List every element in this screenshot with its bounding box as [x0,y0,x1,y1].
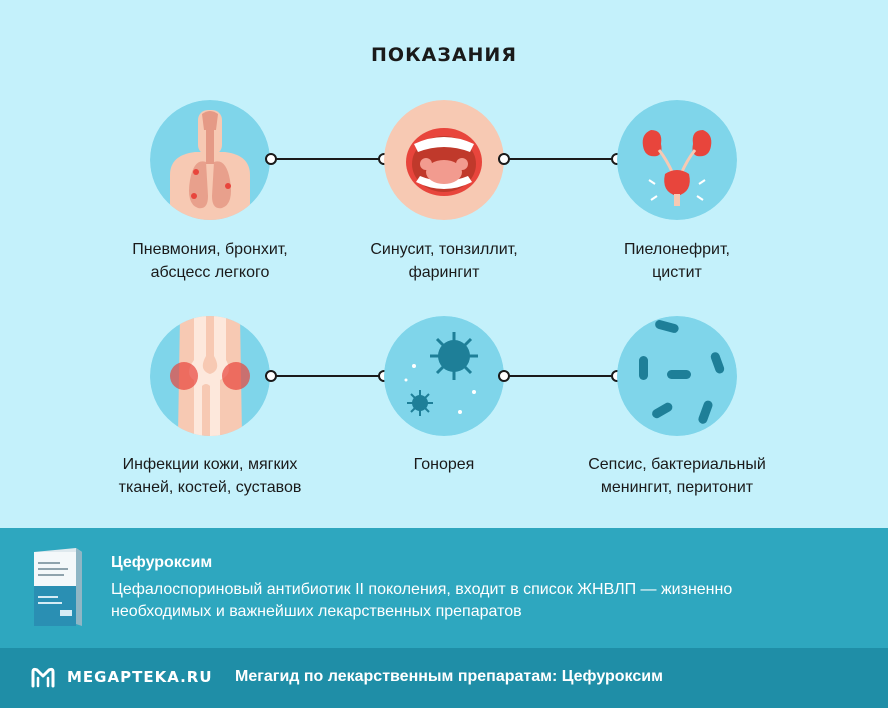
megapteka-logo-text[interactable]: MEGAPTEKA.RU [67,668,213,686]
kidneys-bladder-icon [617,100,737,220]
connector-line [504,158,616,160]
connector-line [272,375,384,377]
connector-dot [265,153,277,165]
indication-caption-4: Инфекции кожи, мягких тканей, костей, су… [118,456,302,496]
bacteria-icon [617,316,737,436]
product-info-bar: Цефуроксим Цефалоспориновый антибиотик I… [0,528,888,648]
page-title: ПОКАЗАНИЯ [371,44,517,66]
connector-dot [498,153,510,165]
connector-dot [498,370,510,382]
lungs-icon [150,100,270,220]
indication-caption-5: Гонорея [413,456,475,473]
connector-line [272,158,384,160]
footer-tagline: Мегагид по лекарственным препаратам: Цеф… [235,668,663,685]
indication-caption-1: Пневмония, бронхит, абсцесс легкого [132,241,288,281]
product-description: Цефалоспориновый антибиотик II поколения… [111,581,733,620]
medicine-package-image [28,546,84,630]
indication-caption-2: Синусит, тонзиллит, фарингит [370,241,518,281]
indication-caption-6: Сепсис, бактериальный менингит, перитони… [588,456,766,496]
virus-icon [384,316,504,436]
product-name: Цефуроксим [111,554,213,571]
knee-joint-icon [150,316,270,436]
mouth-throat-icon [384,100,504,220]
connector-dot [265,370,277,382]
megapteka-logo-icon[interactable] [30,666,56,688]
indication-caption-3: Пиелонефрит, цистит [624,241,730,281]
footer-bar: MEGAPTEKA.RU Мегагид по лекарственным пр… [0,648,888,708]
connector-line [504,375,616,377]
indications-section: ПОКАЗАНИЯ [118,44,766,496]
